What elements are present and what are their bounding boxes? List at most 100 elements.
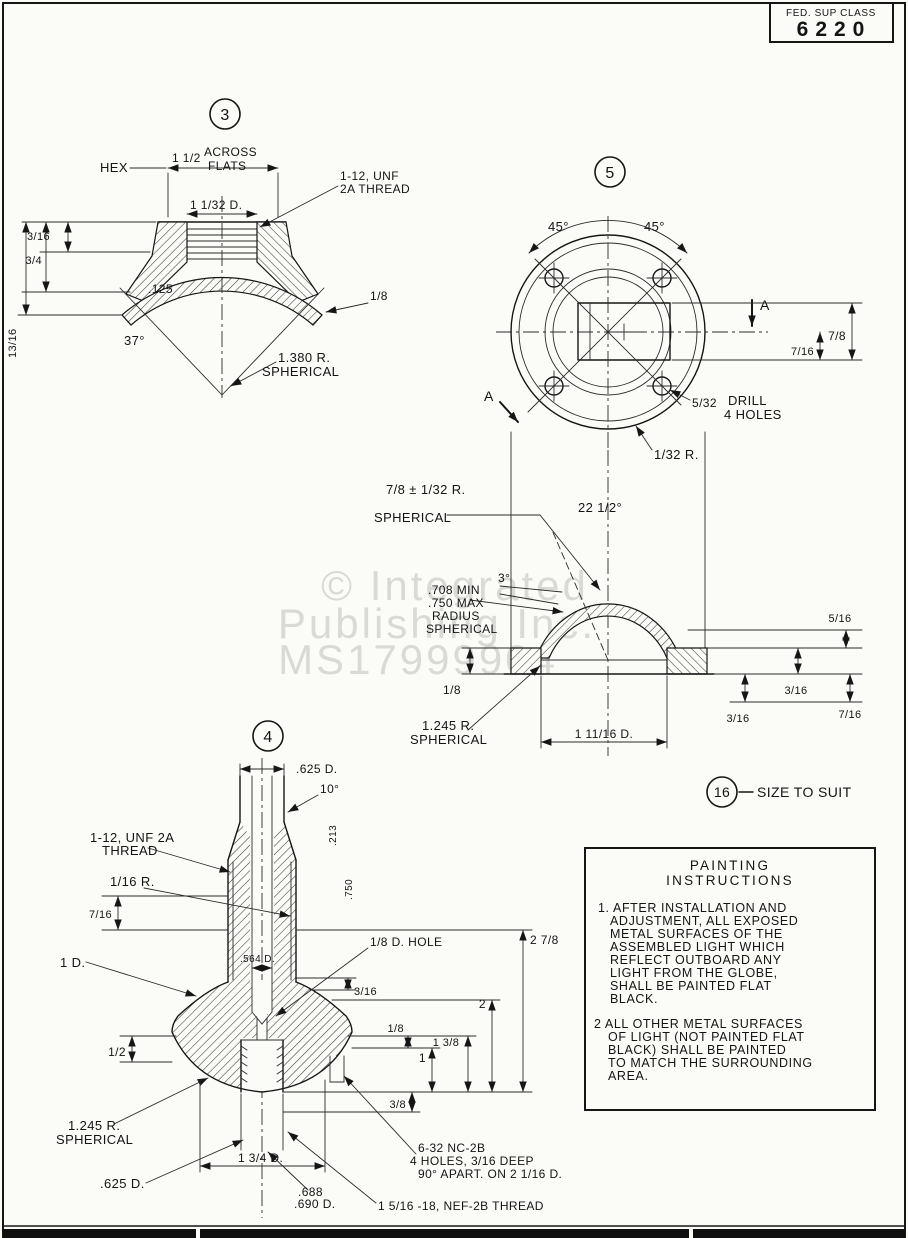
detail5-top-view: 5 A A 45° 45° 7/8 7/16 5/ [484,156,863,462]
detail3-bore-diameter: 1 1/32 D. [190,198,242,212]
bottom-strip [3,1229,905,1238]
painting-title-2: INSTRUCTIONS [666,873,794,888]
detail4-dim-1-2: 1/2 [108,1045,126,1059]
detail5-dim-diameter: 1 11/16 D. [575,727,633,741]
detail4-dim-3-8: 3/8 [390,1099,407,1111]
detail3-balloon-number: 3 [220,107,229,124]
detail4-dia-625-bottom: .625 D. [100,1176,145,1191]
detail4-dim-1-8: 1/8 [388,1023,405,1035]
detail4-dim-3-16: 3/16 [354,986,377,998]
detail4-radius-1245: 1.245 R. [68,1118,120,1133]
painting-para1-line4: ASSEMBLED LIGHT WHICH [610,940,785,954]
detail5-section-arrow-label-top: A [760,297,770,313]
detail3-dim-125: .125 [148,282,173,296]
detail5-radius-label: RADIUS [432,609,480,623]
detail4-dia-690: .690 D. [294,1197,336,1211]
detail4-holes-note-3: 90° APART. ON 2 1/16 D. [418,1167,562,1181]
detail5-angle-3: 3° [498,571,510,585]
detail16-label: SIZE TO SUIT [757,784,852,800]
detail5-radius-1-32: 1/32 R. [654,447,699,462]
detail3-angle-37: 37° [124,333,145,348]
detail3-across-label-2: FLATS [208,159,246,173]
detail4-view: 4 .625 D. [56,720,562,1218]
painting-para1-line3: METAL SURFACES OF THE [610,927,783,941]
detail4-nef-thread-note: 1 5/16 -18, NEF-2B THREAD [378,1199,544,1213]
detail5-radius-708-min: .708 MIN [428,583,480,597]
detail4-balloon-number: 4 [263,729,272,746]
detail4-radius-1-16: 1/16 R. [110,874,155,889]
detail5-angle-45-right: 45° [644,219,665,234]
detail5-balloon-number: 5 [605,165,614,182]
fed-sup-class-label: FED. SUP CLASS [786,8,876,19]
fed-sup-class-value: 6220 [797,18,872,41]
painting-para1-line7: SHALL BE PAINTED FLAT [610,979,772,993]
detail4-dia-688: .688 [298,1185,323,1199]
painting-instructions-box: PAINTING INSTRUCTIONS 1. AFTER INSTALLAT… [584,847,876,1111]
detail3-dim-3-16: 3/16 [27,231,50,243]
painting-para1-line8: BLACK. [610,992,658,1006]
detail16-balloon [706,776,738,808]
painting-para2-line1: 2 ALL OTHER METAL SURFACES [594,1017,803,1031]
painting-para2-line3: BLACK) SHALL BE PAINTED [608,1043,786,1057]
detail5-radius-750-max: .750 MAX [428,596,484,610]
detail5-radius-1245-spherical: SPHERICAL [410,732,487,747]
detail4-radius-1245-spherical: SPHERICAL [56,1132,133,1147]
detail3-across-label-1: ACROSS [204,145,257,159]
painting-para2-line2: OF LIGHT (NOT PAINTED FLAT [608,1030,805,1044]
detail5-section-view: 5/16 3/16 7/16 3/16 1/8 1 11/16 D. 1.245… [374,431,863,756]
detail4-thread-note-2: THREAD [102,843,158,858]
detail4-dim-213: .213 [328,825,339,846]
detail4-holes-note-1: 6-32 NC-2B [418,1141,485,1155]
detail5-angle-22-5: 22 1/2° [578,500,622,515]
detail3-thread-note-2: 2A THREAD [340,182,410,196]
detail4-hole-1-8-note: 1/8 D. HOLE [370,935,442,949]
detail4-dim-2: 2 [479,997,486,1011]
detail4-dim-750: .750 [344,879,355,900]
detail5-dim-7-16-b: 7/16 [838,709,861,721]
detail4-dim-1: 1 [419,1051,426,1065]
detail4-dim-1-3-8: 1 3/8 [433,1037,459,1049]
detail5-radius-1245: 1.245 R. [422,718,474,733]
detail3-radius-note-2: SPHERICAL [262,364,339,379]
detail3-dim-3-4: 3/4 [26,255,43,267]
detail4-dim-7-16: 7/16 [89,909,112,921]
detail5-dim-3-16-b: 3/16 [726,713,749,725]
detail3-thread-note-1: 1-12, UNF [340,169,399,183]
detail4-holes-note-2: 4 HOLES, 3/16 DEEP [410,1154,534,1168]
painting-para1-line5: REFLECT OUTBOARD ANY [610,953,782,967]
detail5-drill-label: DRILL [728,393,767,408]
detail5-dim-3-16-a: 3/16 [784,685,807,697]
detail3-dim-1-8: 1/8 [370,289,388,303]
detail3-across-flats-value: 1 1/2 [172,151,201,165]
detail5-angle-45-left: 45° [548,219,569,234]
painting-para1-line2: ADJUSTMENT, ALL EXPOSED [610,914,798,928]
detail4-balloon [252,720,284,752]
fed-sup-class-box [769,2,894,43]
watermark: © Integrated Publishing Inc. MS17999904 [278,562,593,683]
detail5-spherical-radius-label: SPHERICAL [374,510,451,525]
detail5-balloon [594,156,626,188]
painting-para1-line6: LIGHT FROM THE GLOBE, [610,966,778,980]
detail5-drill-fraction: 5/32 [692,396,717,410]
detail5-dim-7-8: 7/8 [828,329,846,343]
detail4-thread-note-1: 1-12, UNF 2A [90,830,174,845]
detail4-dim-2-7-8: 2 7/8 [530,933,559,947]
detail5-dim-5-16: 5/16 [828,613,851,625]
painting-para2-line5: AREA. [608,1069,649,1083]
detail4-dia-1: 1 D. [60,955,85,970]
detail5-drill-holes-label: 4 HOLES [724,407,782,422]
detail5-dim-1-8: 1/8 [443,683,461,697]
detail3-balloon [209,98,241,130]
painting-para2-line4: TO MATCH THE SURROUNDING [608,1056,813,1070]
detail4-dia-564: .564 D. [240,954,275,965]
detail3-hex-label: HEX [100,160,128,175]
detail4-angle-10: 10° [320,782,339,796]
detail3-dim-13-16: 13/16 [7,328,19,358]
detail3-view: 3 HEX 1 1/2 ACROSS FLATS [7,98,410,398]
detail4-dia-1-3-4: 1 3/4 D. [238,1151,283,1165]
detail16-balloon-number: 16 [714,784,730,800]
detail5-section-arrow-label-bottom: A [484,388,494,404]
